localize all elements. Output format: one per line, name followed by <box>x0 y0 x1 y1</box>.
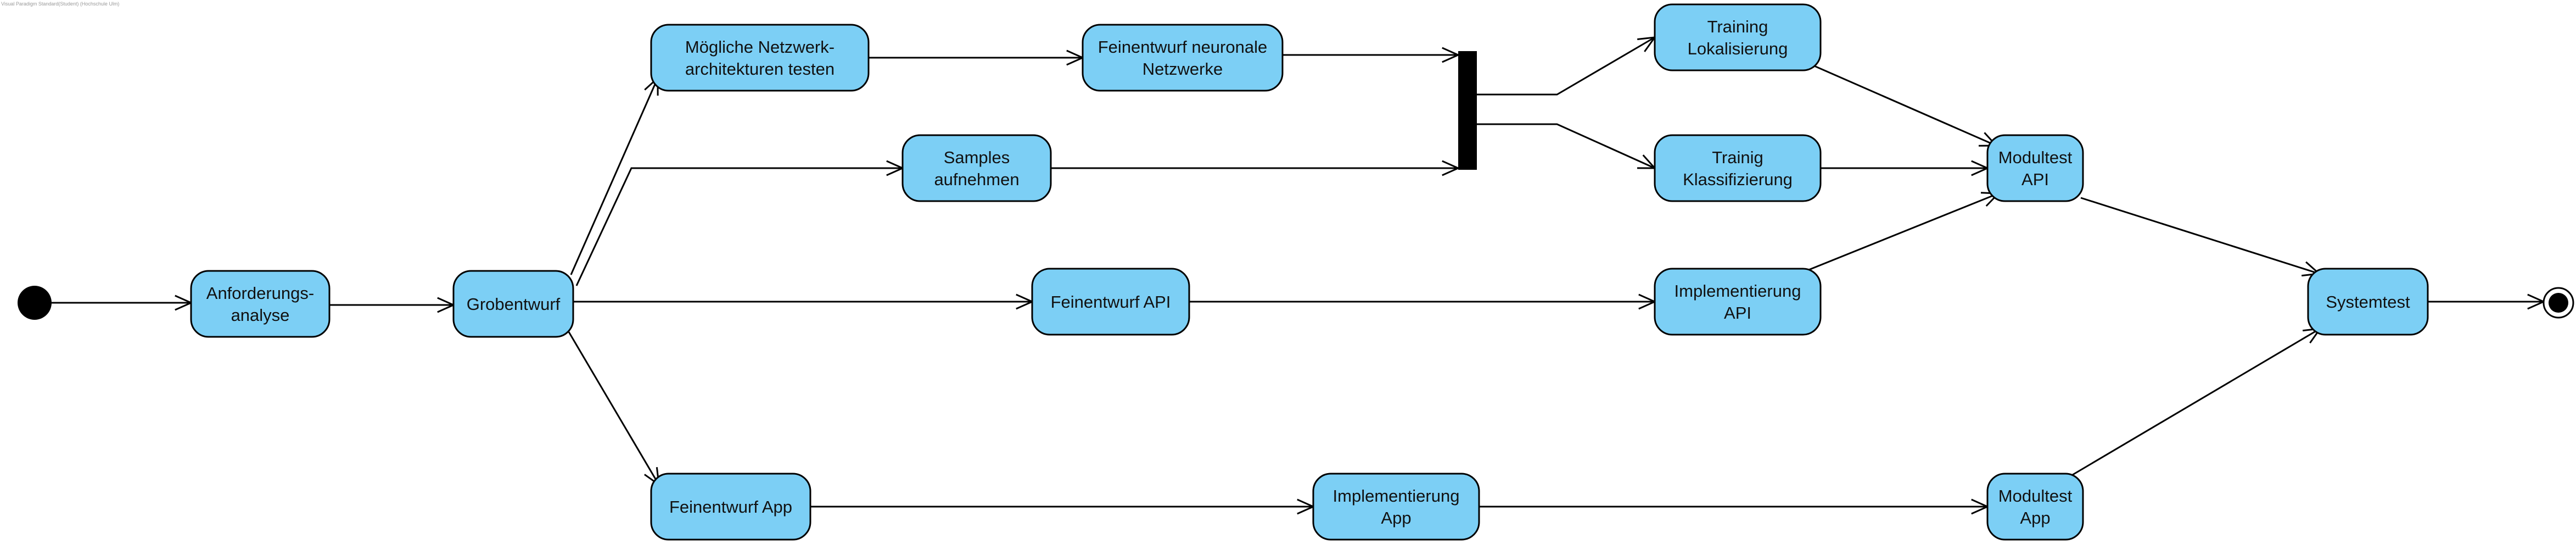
action-box <box>901 134 1052 202</box>
action-label: API <box>2021 170 2049 189</box>
action-label: Mögliche Netzwerk- <box>685 37 835 57</box>
action-box <box>1654 134 1822 202</box>
action-feinentwurf-api[interactable]: Feinentwurf API <box>1031 268 1190 336</box>
action-label: App <box>1381 508 1411 528</box>
edge-feinentwurf-api-to-implementierung-api <box>1189 293 1657 310</box>
action-label: analyse <box>231 306 290 325</box>
action-box <box>2307 268 2429 336</box>
action-box <box>1654 3 1822 71</box>
action-samples[interactable]: Samples aufnehmen <box>901 134 1052 202</box>
edge-implementierung-api-to-modultest-api <box>1807 192 2001 271</box>
action-box <box>452 270 574 338</box>
action-box <box>1031 268 1190 336</box>
action-label: aufnehmen <box>934 170 1019 189</box>
action-label: Training <box>1707 17 1768 36</box>
edge-fork-to-training-lokalisierung <box>1477 36 1657 96</box>
edge-modultest-api-to-systemtest <box>2080 197 2321 277</box>
action-netzwerkarchitekturen[interactable]: Mögliche Netzwerk-architekturen testen <box>650 24 870 92</box>
edge-samples-to-fork <box>1051 160 1460 176</box>
edge-netzwerkarchitekturen-to-feinentwurf-nn <box>869 49 1085 66</box>
action-label: Implementierung <box>1675 281 1801 301</box>
action-box <box>190 270 331 338</box>
action-label: Grobentwurf <box>467 295 561 314</box>
action-label: Klassifizierung <box>1683 170 1793 189</box>
initial-node <box>18 286 52 320</box>
action-label: Feinentwurf API <box>1051 292 1171 312</box>
edge-anforderungsanalyse-to-grobentwurf <box>329 297 456 313</box>
edge-systemtest-to-final <box>2428 293 2546 310</box>
edge-implementierung-app-to-modultest-app <box>1479 498 1990 515</box>
edge-training-klassifizierung-to-modultest-api <box>1821 160 1990 176</box>
action-label: Trainig <box>1712 148 1763 167</box>
tool-watermark: Visual Paradigm Standard(Student) (Hochs… <box>1 1 120 7</box>
action-systemtest[interactable]: Systemtest <box>2307 268 2429 336</box>
action-box <box>1654 268 1822 336</box>
action-label: Implementierung <box>1333 486 1460 506</box>
action-box <box>650 24 870 92</box>
action-grobentwurf[interactable]: Grobentwurf <box>452 270 574 338</box>
edge-grobentwurf-to-feinentwurf-api <box>573 293 1034 310</box>
fork-bar <box>1458 51 1477 170</box>
action-label: Systemtest <box>2326 292 2410 312</box>
action-box <box>1312 473 1480 541</box>
action-label: App <box>2020 508 2050 528</box>
action-label: API <box>1724 303 1751 323</box>
edge-initial-to-anforderungsanalyse <box>52 295 193 311</box>
edge-grobentwurf-to-netzwerkarchitekturen <box>570 76 659 275</box>
nodes-layer: Anforderungs-analyse Grobentwurf Mögliche … <box>18 3 2574 541</box>
action-label: Netzwerke <box>1143 59 1223 79</box>
final-node <box>2543 287 2574 319</box>
action-box <box>650 473 811 541</box>
edge-fork-to-training-klassifizierung <box>1477 123 1657 169</box>
action-box <box>1082 24 1284 92</box>
edge-feinentwurf-nn-to-fork <box>1283 47 1460 63</box>
edge-modultest-app-to-systemtest <box>2069 327 2322 478</box>
edges-layer <box>52 36 2546 515</box>
action-label: architekturen testen <box>685 59 835 79</box>
action-box <box>1986 134 2084 202</box>
edge-grobentwurf-to-samples <box>575 160 905 286</box>
edge-feinentwurf-app-to-implementierung-app <box>810 498 1315 515</box>
action-feinentwurf-app[interactable]: Feinentwurf App <box>650 473 811 541</box>
action-label: Feinentwurf App <box>669 497 792 517</box>
edge-grobentwurf-to-feinentwurf-app <box>568 331 660 487</box>
edge-training-lokalisierung-to-modultest-api <box>1811 64 1998 147</box>
action-label: Modultest <box>1998 148 2073 167</box>
action-anforderungsanalyse[interactable]: Anforderungs-analyse <box>190 270 331 338</box>
action-label: Samples <box>944 148 1010 167</box>
action-label: Anforderungs- <box>206 284 314 303</box>
action-label: Feinentwurf neuronale <box>1098 37 1267 57</box>
action-box <box>1986 473 2084 541</box>
action-label: Lokalisierung <box>1688 39 1788 58</box>
action-label: Modultest <box>1998 486 2073 506</box>
